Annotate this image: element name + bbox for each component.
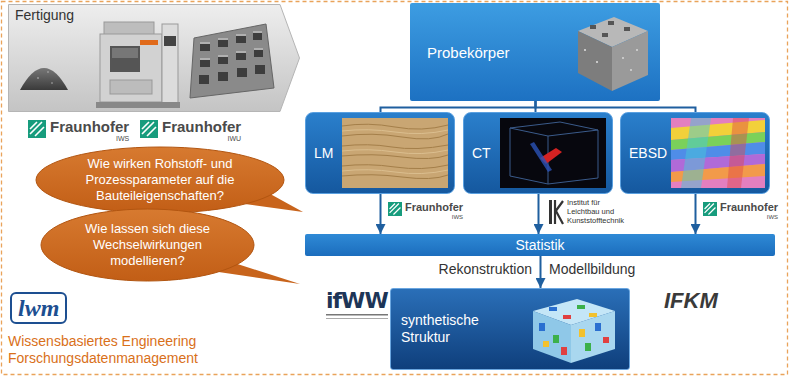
logo-text: Fraunhofer (162, 118, 241, 135)
question-bubble: Wie lassen sich diese Wechselwirkungen m… (40, 208, 255, 282)
node-text: Statistik (515, 237, 564, 253)
node-text: Fertigung (15, 7, 74, 23)
connector (381, 101, 536, 112)
institute-logo: ifWW (326, 288, 388, 313)
text-column: EBSD (629, 145, 667, 161)
logo-text: Fraunhofer (720, 201, 778, 214)
logo-text: Fraunhofer (405, 201, 463, 214)
ikt-icon (548, 199, 564, 225)
connector (536, 101, 696, 112)
node-text: Probekörper (427, 44, 510, 61)
ikt-logo: Institut für Leichtbau und Kunststofftec… (548, 198, 627, 225)
text-column: CT (472, 145, 491, 161)
logo-text: IWU (228, 135, 242, 143)
logo-text: IWS (452, 214, 463, 221)
ifww-underline (326, 313, 388, 321)
machine-image (90, 14, 182, 110)
fraunhofer-icon (140, 120, 158, 138)
question-bubble: Wie wirken Rohstoff- und Prozessparamete… (35, 146, 285, 214)
synthetic-cube-image (519, 293, 625, 365)
connector (380, 194, 382, 234)
fraunhofer-logo: Fraunhofer IWS (28, 118, 129, 143)
institute-logo: lwm (10, 292, 67, 324)
logo-text: IWS (767, 214, 778, 221)
process-label: Rekonstruktion (439, 261, 532, 277)
fraunhofer-icon (28, 120, 46, 138)
method-box: EBSD (620, 112, 770, 194)
ebsd-image (671, 118, 765, 188)
fraunhofer-icon (703, 202, 717, 216)
node-text: Wie wirken Rohstoff- und Prozessparamete… (70, 156, 250, 204)
node-text: Wie lassen sich diese Wechselwirkungen m… (75, 221, 220, 269)
fraunhofer-logo: Fraunhofer IWS (703, 201, 778, 221)
connector (538, 194, 540, 234)
text-column: Probekörper (427, 44, 510, 61)
text-column: Statistik (515, 237, 564, 253)
method-box: LM (305, 112, 455, 194)
fraunhofer-logo: Fraunhofer IWS (388, 201, 463, 221)
node-text: LM (314, 145, 333, 161)
build-plate-image (186, 18, 276, 102)
ct-image (500, 118, 606, 188)
connector (695, 194, 697, 234)
synthetic-structure-box: synthetische Struktur (390, 288, 630, 370)
fraunhofer-logo: Fraunhofer IWU (140, 118, 241, 143)
institute-logo: IFKM (664, 288, 718, 314)
node-text: CT (472, 145, 491, 161)
process-label: Modellbildung (549, 261, 635, 277)
text-column: Wie lassen sich diese Wechselwirkungen m… (75, 221, 220, 269)
text-column: Fertigung (15, 7, 74, 23)
lm-image (342, 118, 448, 188)
logo-text: IWS (116, 135, 129, 143)
method-box: CT (463, 112, 613, 194)
logo-text: Institut für Leichtbau und Kunststofftec… (567, 198, 627, 225)
specimen-box: Probekörper (410, 3, 660, 101)
logo-text: Fraunhofer (50, 118, 129, 135)
node-text: EBSD (629, 145, 667, 161)
fraunhofer-icon (388, 202, 402, 216)
specimen-image (570, 9, 652, 95)
powder-image (18, 50, 70, 92)
connector (540, 256, 542, 288)
node-text: synthetische Struktur (401, 312, 506, 346)
group-label: Wissensbasiertes Engineering Forschungsd… (8, 333, 228, 367)
text-column: Wie wirken Rohstoff- und Prozessparamete… (70, 156, 250, 204)
process-chevron: Fertigung (8, 4, 300, 112)
text-column: synthetische Struktur (401, 312, 506, 346)
statistics-bar: Statistik (305, 234, 775, 256)
text-column: LM (314, 145, 333, 161)
